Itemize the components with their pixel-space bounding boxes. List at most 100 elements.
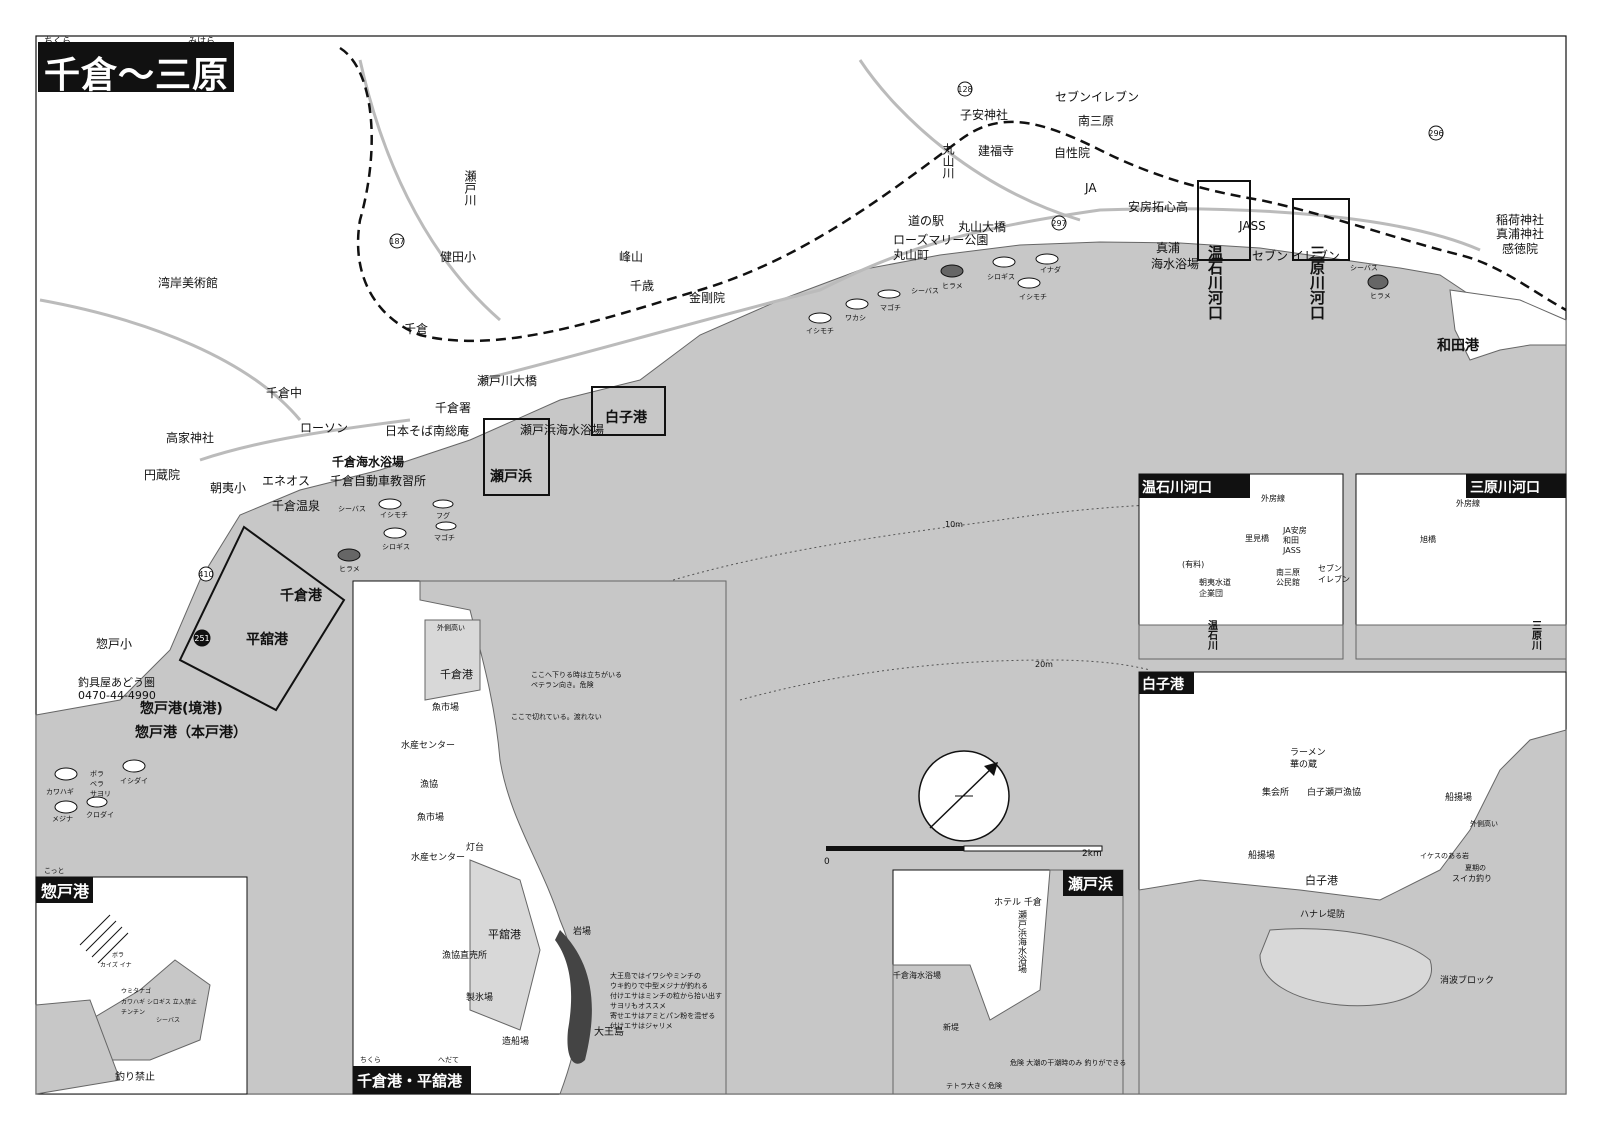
svg-text:シロギス: シロギス [382,543,410,551]
svg-text:魚市場: 魚市場 [417,811,444,823]
svg-text:ヒラメ: ヒラメ [339,565,360,573]
svg-text:瀬戸浜: 瀬戸浜 [1068,875,1113,893]
svg-text:ペテラン向き。危険: ペテラン向き。危険 [531,680,594,689]
svg-text:千倉海水浴場: 千倉海水浴場 [332,454,404,469]
svg-text:ホテル 千倉: ホテル 千倉 [994,896,1042,908]
svg-text:感徳院: 感徳院 [1502,241,1538,256]
svg-text:外房線: 外房線 [1456,498,1480,508]
svg-text:華の蔵: 華の蔵 [1290,758,1317,770]
chikura-hirate-box [178,525,346,712]
svg-text:三原川: 三原川 [1530,620,1543,651]
svg-text:ローズマリー公園: ローズマリー公園 [893,232,988,247]
svg-text:イナダ: イナダ [1040,265,1061,274]
svg-text:危険 大潮の干潮時のみ 釣りができる: 危険 大潮の干潮時のみ 釣りができる [1010,1058,1126,1067]
svg-text:旭橋: 旭橋 [1420,534,1436,544]
svg-text:セブン: セブン [1318,563,1342,573]
svg-text:真浦神社: 真浦神社 [1496,226,1544,241]
svg-text:シーバス: シーバス [1350,264,1378,272]
shop-phone: 0470-44-4990 [78,689,156,702]
svg-text:シーバス: シーバス [911,287,939,295]
svg-text:消波ブロック: 消波ブロック [1440,974,1494,986]
svg-text:297: 297 [1051,219,1066,228]
svg-text:公民館: 公民館 [1276,577,1300,587]
map-title-box [38,42,234,92]
svg-text:瀬戸浜: 瀬戸浜 [490,468,532,485]
svg-text:朝夷水道: 朝夷水道 [1199,577,1231,587]
svg-text:カワハギ シロギス 立入禁止: カワハギ シロギス 立入禁止 [121,998,197,1006]
inset-setohama: 瀬戸浜 ホテル 千倉 瀬戸浜海水浴場 千倉海水浴場 新堤 危険 大潮の干潮時のみ… [892,869,1126,1095]
nukuishi-box [1197,180,1251,261]
svg-text:瀬戸浜海水浴場: 瀬戸浜海水浴場 [520,422,604,437]
svg-text:スイカ釣り: スイカ釣り [1452,873,1492,883]
svg-text:296: 296 [1428,129,1443,138]
svg-text:JASS: JASS [1282,546,1301,555]
inset-chikura-hirate: 千倉港・平舘港 ちくら へだて 外側高い 千倉港 魚市場 水産センター 漁協 魚… [352,580,727,1095]
svg-text:イケスのある岩: イケスのある岩 [1420,851,1469,860]
svg-text:道の駅: 道の駅 [908,214,944,228]
north-arrow-icon [918,750,1010,842]
svg-text:白子港: 白子港 [1142,676,1185,693]
wangan-label: 湾岸美術館 [158,275,218,290]
svg-text:外側高い: 外側高い [1470,819,1498,828]
svg-text:チンチン: チンチン [121,1009,145,1016]
svg-text:ボラ: ボラ [90,770,104,778]
svg-text:外側高い: 外側高い [437,623,465,632]
svg-text:イシモチ: イシモチ [1019,293,1047,301]
svg-text:千倉自動車教習所: 千倉自動車教習所 [330,473,426,488]
svg-text:ヒラメ: ヒラメ [1370,292,1391,300]
svg-text:丸山川: 丸山川 [941,143,955,179]
svg-text:ウミタナゴ: ウミタナゴ [121,987,151,995]
svg-text:ボラ: ボラ [112,951,124,959]
svg-text:自性院: 自性院 [1054,146,1090,160]
svg-text:ヒラメ: ヒラメ [942,282,963,290]
svg-text:平舘港: 平舘港 [488,927,521,941]
svg-text:円蔵院: 円蔵院 [144,468,180,482]
svg-text:千倉中: 千倉中 [266,385,302,400]
svg-text:エネオス: エネオス [262,474,310,488]
svg-text:高家神社: 高家神社 [166,430,214,445]
svg-text:企業団: 企業団 [1199,588,1223,598]
svg-text:カイズ イナ: カイズ イナ [100,961,132,969]
svg-text:灯台: 灯台 [466,841,484,853]
svg-text:丸山町: 丸山町 [893,248,929,262]
svg-text:三原川河口: 三原川河口 [1470,479,1540,496]
svg-text:ちくら: ちくら [360,1056,381,1064]
svg-text:テトラ大きく危険: テトラ大きく危険 [946,1081,1002,1090]
svg-text:温石川: 温石川 [1206,619,1219,651]
svg-text:峰山: 峰山 [619,250,643,264]
svg-text:水産センター: 水産センター [401,739,455,751]
svg-text:白子港: 白子港 [1305,873,1338,887]
svg-text:温石川河口: 温石川河口 [1142,479,1212,496]
svg-text:釣り禁止: 釣り禁止 [115,1070,155,1083]
svg-text:JA: JA [1084,181,1097,195]
inset-nukuishi: 温石川河口 外房線 JA安房 和田 JASS 里見橋 (有料) 朝夷水道 企業団… [1138,473,1350,660]
svg-text:惣戸小: 惣戸小 [96,636,132,651]
svg-text:寄せエサはアミとパン粉を混ぜる: 寄せエサはアミとパン粉を混ぜる [610,1011,715,1020]
svg-text:イシダイ: イシダイ [120,776,148,785]
svg-text:セブン イレブン: セブン イレブン [1252,248,1340,263]
svg-text:岩場: 岩場 [573,925,591,937]
svg-text:惣戸港: 惣戸港 [41,882,90,901]
scale-bar: 0 2km [824,845,1103,867]
svg-text:マゴチ: マゴチ [434,533,455,542]
svg-text:ここへ下りる時は立ちがいる: ここへ下りる時は立ちがいる [531,670,622,679]
svg-text:船揚場: 船揚場 [1248,849,1275,861]
svg-text:251: 251 [194,634,209,643]
svg-text:10m: 10m [945,520,963,529]
svg-text:0: 0 [824,857,830,867]
svg-text:和田港: 和田港 [1437,337,1480,354]
svg-text:ローソン: ローソン [300,421,348,435]
svg-text:千歳: 千歳 [630,279,654,293]
svg-text:千倉港・平舘港: 千倉港・平舘港 [357,1072,463,1090]
svg-text:健田小: 健田小 [440,250,476,264]
svg-text:メジナ: メジナ [52,815,73,823]
svg-text:こっと: こっと [44,867,65,875]
svg-text:ベラ: ベラ [90,780,104,788]
svg-text:瀬戸浜海水浴場: 瀬戸浜海水浴場 [1016,909,1027,974]
svg-text:2km: 2km [1082,849,1102,859]
svg-text:真浦: 真浦 [1156,241,1180,255]
svg-text:JA安房: JA安房 [1282,525,1307,535]
svg-text:温石川河口: 温石川河口 [1206,245,1224,320]
svg-text:水産センター: 水産センター [411,851,465,863]
